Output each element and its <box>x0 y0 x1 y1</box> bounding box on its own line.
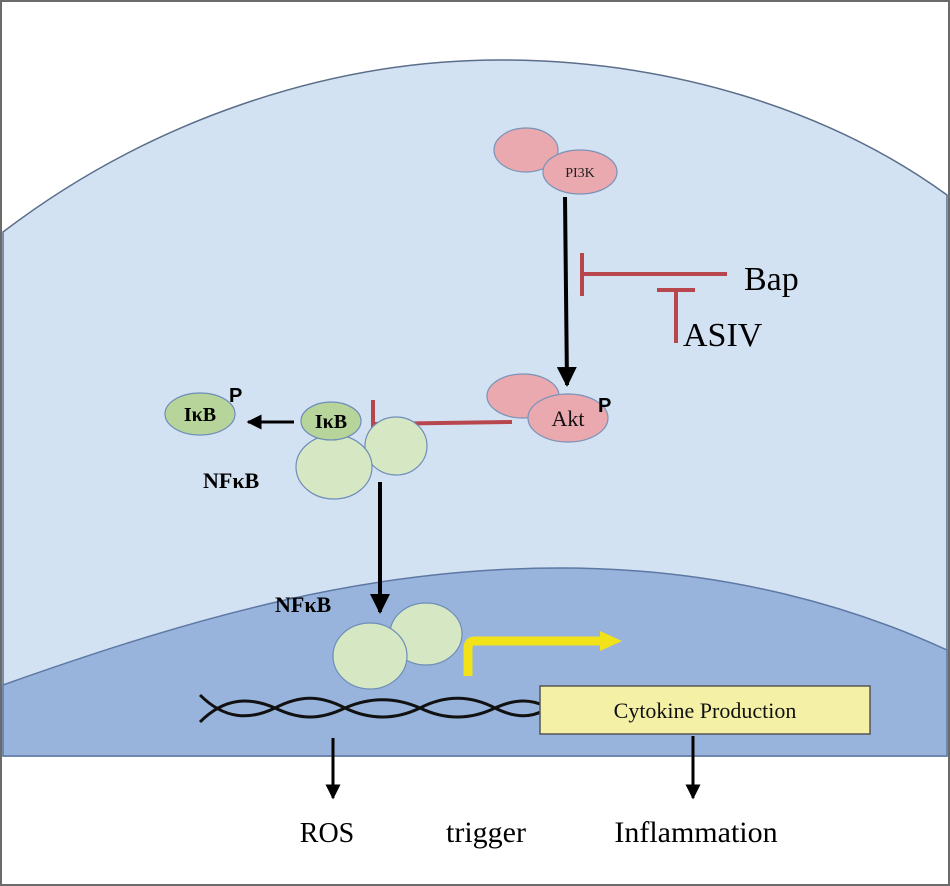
bap-label: Bap <box>744 261 799 298</box>
nfkb-subunit-right <box>364 416 428 476</box>
inflammation-label: Inflammation <box>614 816 777 849</box>
ikb-phospho-label: P <box>229 385 242 407</box>
pi3k-label: PI3K <box>565 166 595 181</box>
transcription-arrow-shaft <box>463 636 602 676</box>
trigger-label: trigger <box>446 816 526 849</box>
akt-phospho-label: P <box>598 395 611 417</box>
pi3k-complex: PI3K <box>493 127 618 195</box>
nfkb-nucleus-label: NFκB <box>275 592 332 617</box>
akt-protein <box>527 393 609 443</box>
ikb-bound-protein <box>300 401 362 441</box>
cytokine-production-box: Cytokine Production <box>539 685 871 735</box>
nfkb-nuclear-complex: NFκB <box>275 592 463 690</box>
pi3k-to-akt-arrow <box>556 196 577 387</box>
ikb-free-label: IκB <box>184 404 216 426</box>
cytokine-production-label: Cytokine Production <box>614 698 797 723</box>
pi3k-subunit <box>493 127 559 173</box>
nfkb-nuclear-subunit-left <box>332 622 408 690</box>
ikb-free-protein <box>164 392 236 436</box>
cytokine-box-background <box>539 685 871 735</box>
transcription-arrow-head <box>600 631 622 651</box>
ikb-nfkb-complex: IκB NFκB <box>203 401 428 500</box>
ikb-bound-label: IκB <box>315 411 347 433</box>
transcription-arrow <box>463 631 622 676</box>
akt-complex: Akt P <box>486 373 611 443</box>
akt-label: Akt <box>552 406 585 431</box>
asiv-inhibition: ASIV <box>657 288 763 354</box>
dna-strand-2 <box>198 698 546 724</box>
asiv-label: ASIV <box>683 317 763 354</box>
nfkb-cytoplasm-label: NFκB <box>203 468 260 493</box>
phospho-ikb: IκB P <box>164 385 242 436</box>
dna-helix <box>198 693 546 724</box>
pi3k-protein <box>542 149 618 195</box>
bap-inhibition: Bap <box>580 253 799 298</box>
nfkb-subunit-left <box>295 434 373 500</box>
ros-label: ROS <box>300 818 354 849</box>
